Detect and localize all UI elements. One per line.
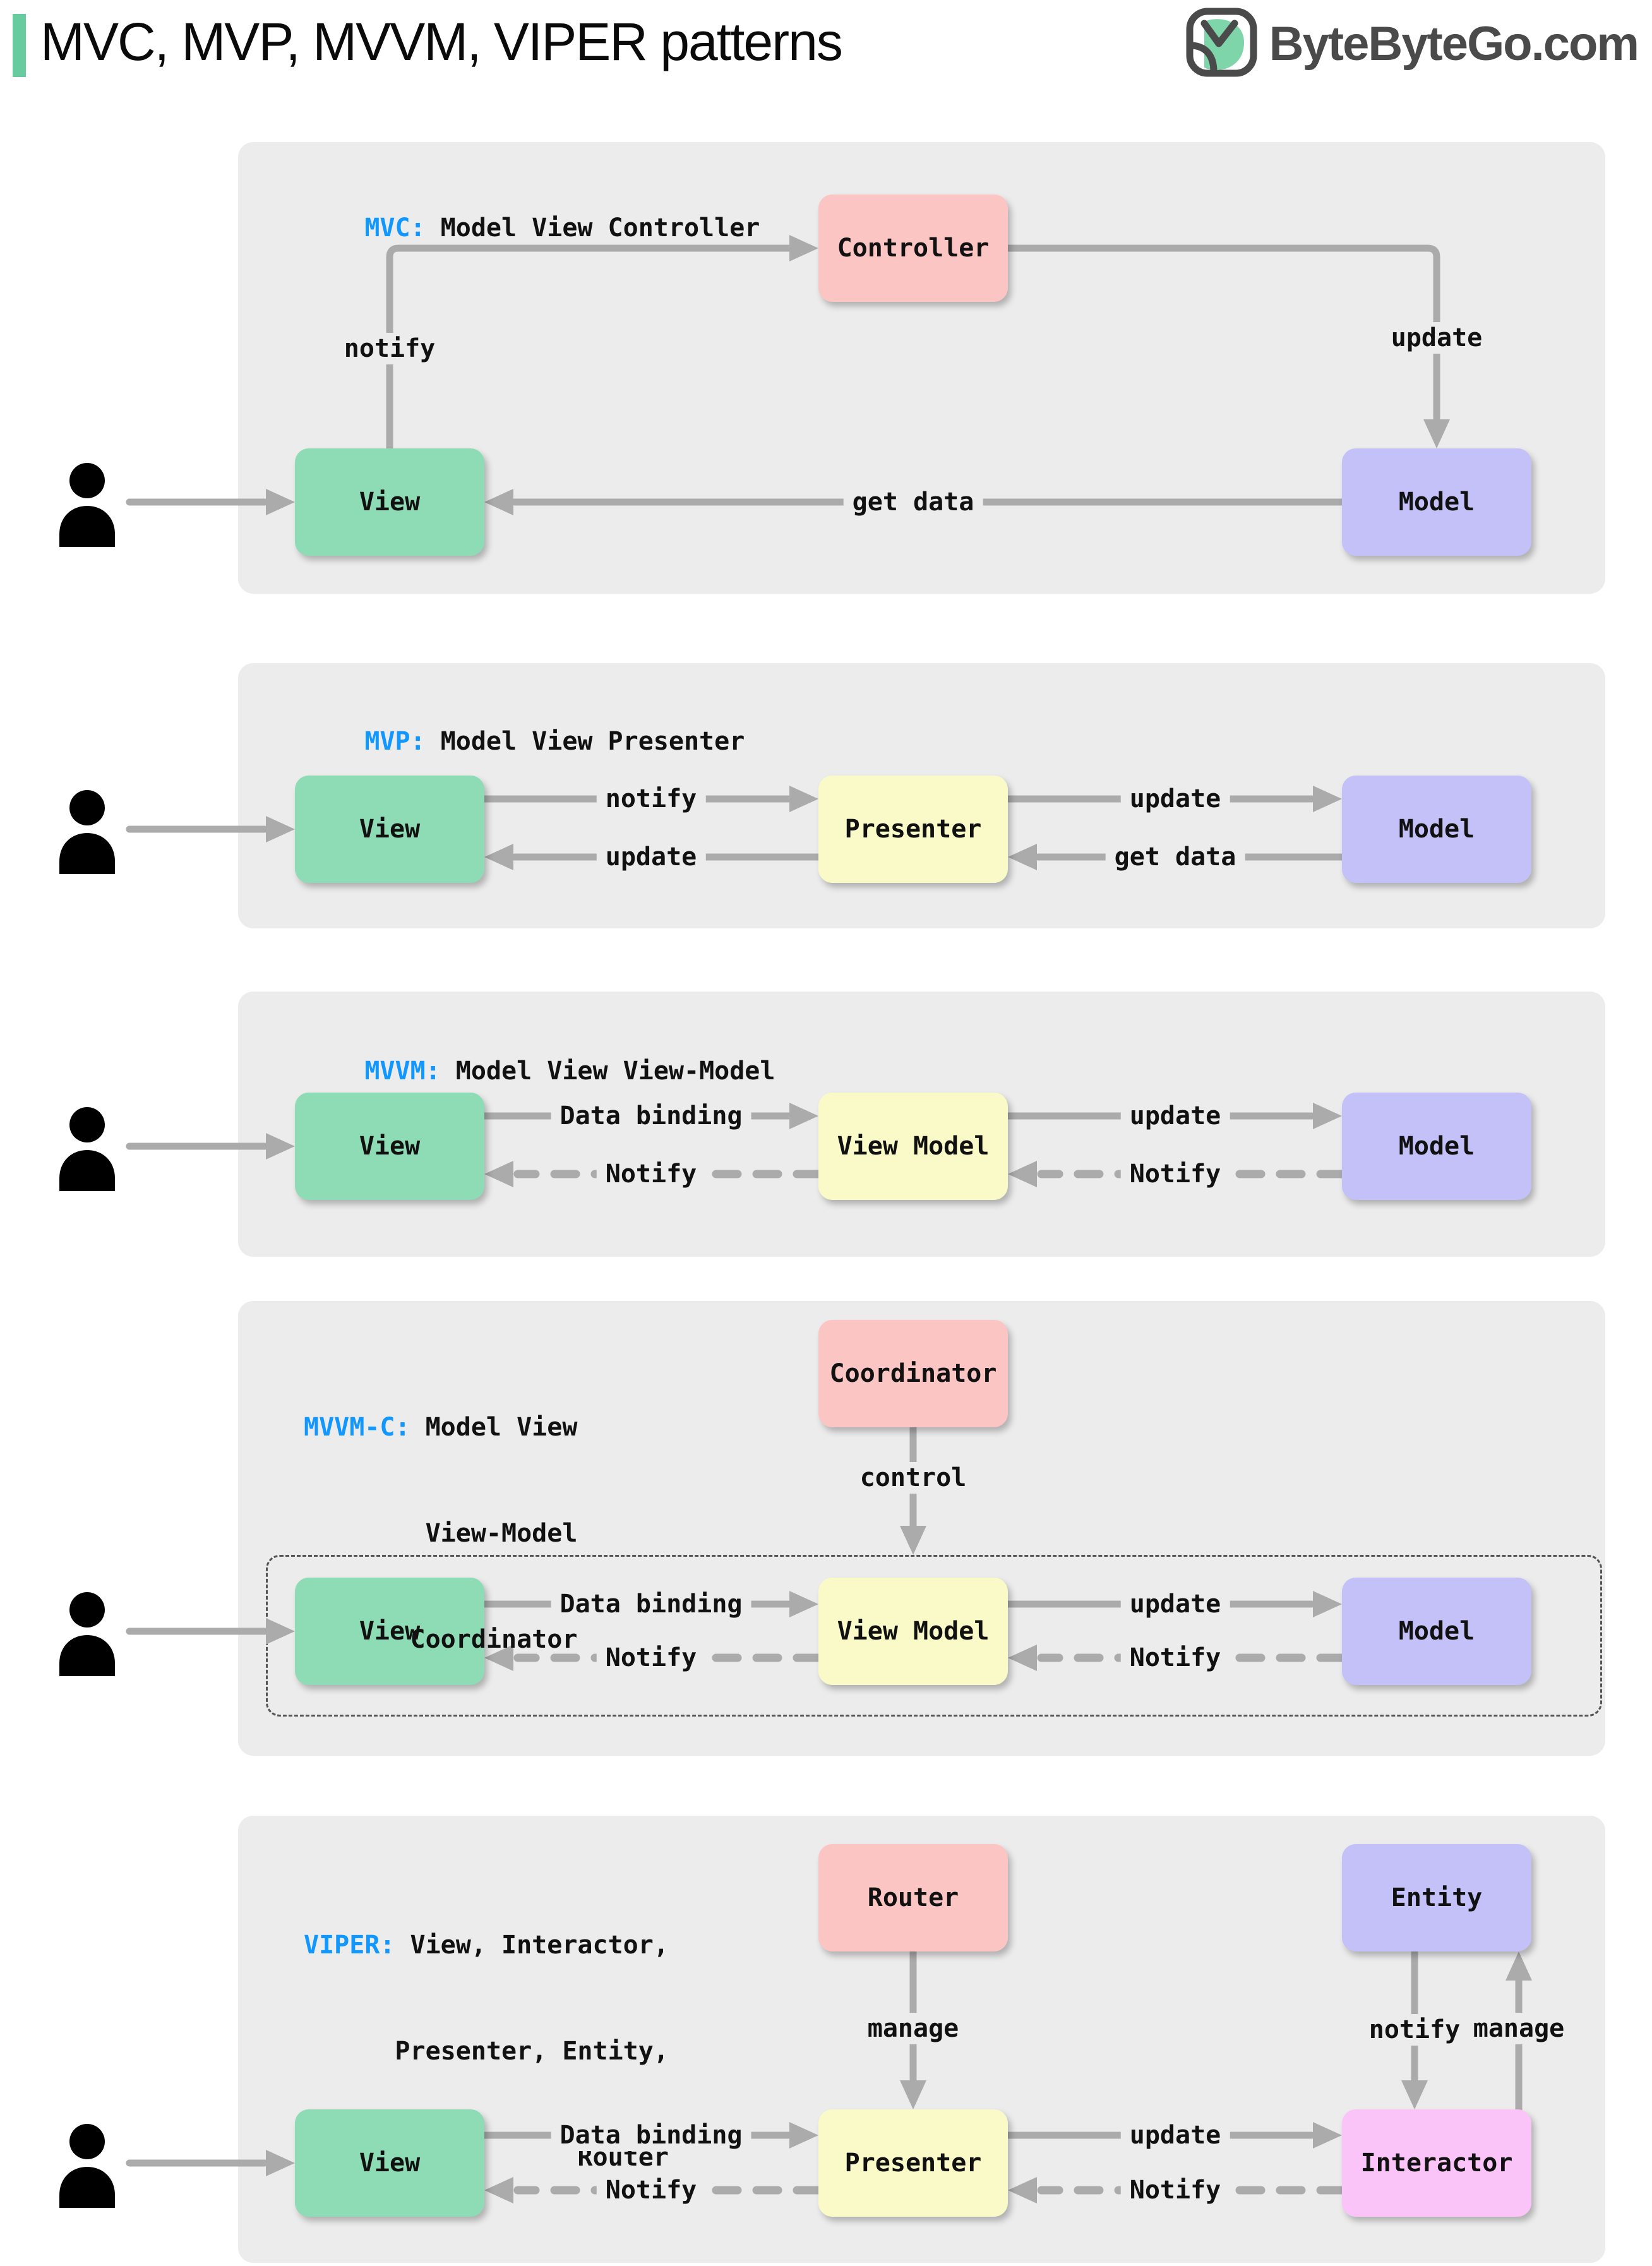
brand-text: ByteByteGo.com	[1269, 16, 1639, 71]
mvc-view-box: View	[295, 448, 484, 556]
viper-title-line1: VIPER: View, Interactor,	[304, 1927, 669, 1963]
mvp-label-notify: notify	[596, 783, 706, 815]
viper-arrow-user-to-view	[126, 2150, 295, 2176]
viper-arrow-interactor-to-presenter-dashed	[1008, 2177, 1346, 2203]
bytebytego-logo-icon	[1185, 8, 1258, 80]
mvvmc-title-line1: MVVM-C: Model View	[304, 1410, 577, 1445]
mvvmc-arrow-model-to-viewmodel-dashed	[1008, 1645, 1346, 1671]
mvvmc-label-data-binding: Data binding	[551, 1588, 751, 1620]
brand: ByteByteGo.com	[1185, 8, 1639, 80]
mvvmc-label-notify-left: Notify	[596, 1642, 706, 1674]
mvvm-label-data-binding: Data binding	[551, 1100, 751, 1132]
mvc-section-title: MVC: Model View Controller	[304, 175, 760, 281]
mvvmc-label-control: control	[851, 1462, 976, 1494]
mvvmc-arrow-user-to-view	[126, 1618, 295, 1645]
mvp-label-update-left: update	[596, 841, 706, 873]
mvvmc-model-box: Model	[1342, 1578, 1531, 1685]
viper-label-update: update	[1120, 2119, 1230, 2151]
mvvm-tag: MVVM:	[364, 1057, 441, 1086]
mvvm-label-update: update	[1120, 1100, 1230, 1132]
mvvmc-tag: MVVM-C:	[304, 1413, 410, 1442]
mvc-arrow-user-to-view	[126, 489, 295, 515]
mvvm-arrow-user-to-view	[126, 1133, 295, 1160]
title-accent-bar	[13, 14, 26, 77]
viper-tag: VIPER:	[304, 1931, 395, 1960]
mvc-subtitle: Model View Controller	[440, 213, 760, 243]
mvvmc-coordinator-box: Coordinator	[818, 1320, 1008, 1427]
viper-title-line2: Presenter, Entity,	[395, 2037, 669, 2066]
mvvm-model-box: Model	[1342, 1093, 1531, 1200]
user-icon	[59, 2124, 115, 2208]
viper-subtitle-line1: View, Interactor,	[410, 1931, 669, 1960]
mvvmc-label-notify-right: Notify	[1120, 1642, 1230, 1674]
viper-label-notify-entity: notify	[1360, 2014, 1469, 2046]
mvc-controller-box: Controller	[818, 195, 1008, 302]
mvvm-arrow-viewmodel-to-view-dashed	[484, 1161, 823, 1187]
viper-router-box: Router	[818, 1844, 1008, 1951]
viper-label-data-binding: Data binding	[551, 2119, 751, 2151]
viper-view-box: View	[295, 2109, 484, 2217]
mvvmc-title-line3: Coordinator	[410, 1625, 578, 1654]
mvp-tag: MVP:	[364, 727, 426, 756]
mvvm-label-notify-right: Notify	[1120, 1158, 1230, 1190]
mvvmc-label-update: update	[1120, 1588, 1230, 1620]
viper-label-manage-entity: manage	[1464, 2013, 1574, 2044]
mvp-presenter-box: Presenter	[818, 776, 1008, 883]
mvvmc-subtitle-line1: Model View	[425, 1413, 578, 1442]
user-icon	[59, 1107, 115, 1191]
user-icon	[59, 1592, 115, 1676]
mvp-arrow-user-to-view	[126, 816, 295, 842]
mvvmc-section-title: MVVM-C: Model View View-Model Coordinator	[304, 1339, 577, 1728]
mvc-label-get-data: get data	[843, 486, 983, 518]
viper-interactor-box: Interactor	[1342, 2109, 1531, 2217]
mvvm-viewmodel-box: View Model	[818, 1093, 1008, 1200]
mvvmc-viewmodel-box: View Model	[818, 1578, 1008, 1685]
viper-arrow-presenter-to-view-dashed	[484, 2177, 823, 2203]
mvvm-view-box: View	[295, 1093, 484, 1200]
mvvm-label-notify-left: Notify	[596, 1158, 706, 1190]
viper-arrow-interactor-to-entity	[1505, 1951, 1532, 2113]
mvp-label-update-right: update	[1120, 783, 1230, 815]
mvvm-subtitle: Model View View-Model	[455, 1057, 775, 1086]
mvvm-arrow-model-to-viewmodel-dashed	[1008, 1161, 1346, 1187]
mvc-model-box: Model	[1342, 448, 1531, 556]
user-icon	[59, 463, 115, 547]
mvp-subtitle: Model View Presenter	[440, 727, 745, 756]
mvp-view-box: View	[295, 776, 484, 883]
mvvm-section-title: MVVM: Model View View-Model	[304, 1018, 775, 1124]
mvc-label-update: update	[1382, 322, 1492, 354]
mvvmc-title-line2: View-Model	[425, 1519, 578, 1548]
mvc-arrow-controller-to-model	[1004, 244, 1450, 448]
user-icon	[59, 790, 115, 874]
mvvmc-arrow-viewmodel-to-view-dashed	[484, 1645, 823, 1671]
mvp-model-box: Model	[1342, 776, 1531, 883]
mvc-tag: MVC:	[364, 213, 426, 243]
viper-label-notify-right: Notify	[1120, 2174, 1230, 2206]
viper-label-manage-router: manage	[858, 2013, 968, 2044]
viper-entity-box: Entity	[1342, 1844, 1531, 1951]
mvc-label-notify: notify	[335, 333, 445, 364]
mvp-section-title: MVP: Model View Presenter	[304, 688, 745, 794]
viper-presenter-box: Presenter	[818, 2109, 1008, 2217]
mvc-arrow-view-to-controller	[386, 235, 818, 452]
mvvmc-view-box: View	[295, 1578, 484, 1685]
viper-label-notify-left: Notify	[596, 2174, 706, 2206]
mvp-label-get-data: get data	[1105, 841, 1245, 873]
page-title: MVC, MVP, MVVM, VIPER patterns	[40, 12, 843, 71]
